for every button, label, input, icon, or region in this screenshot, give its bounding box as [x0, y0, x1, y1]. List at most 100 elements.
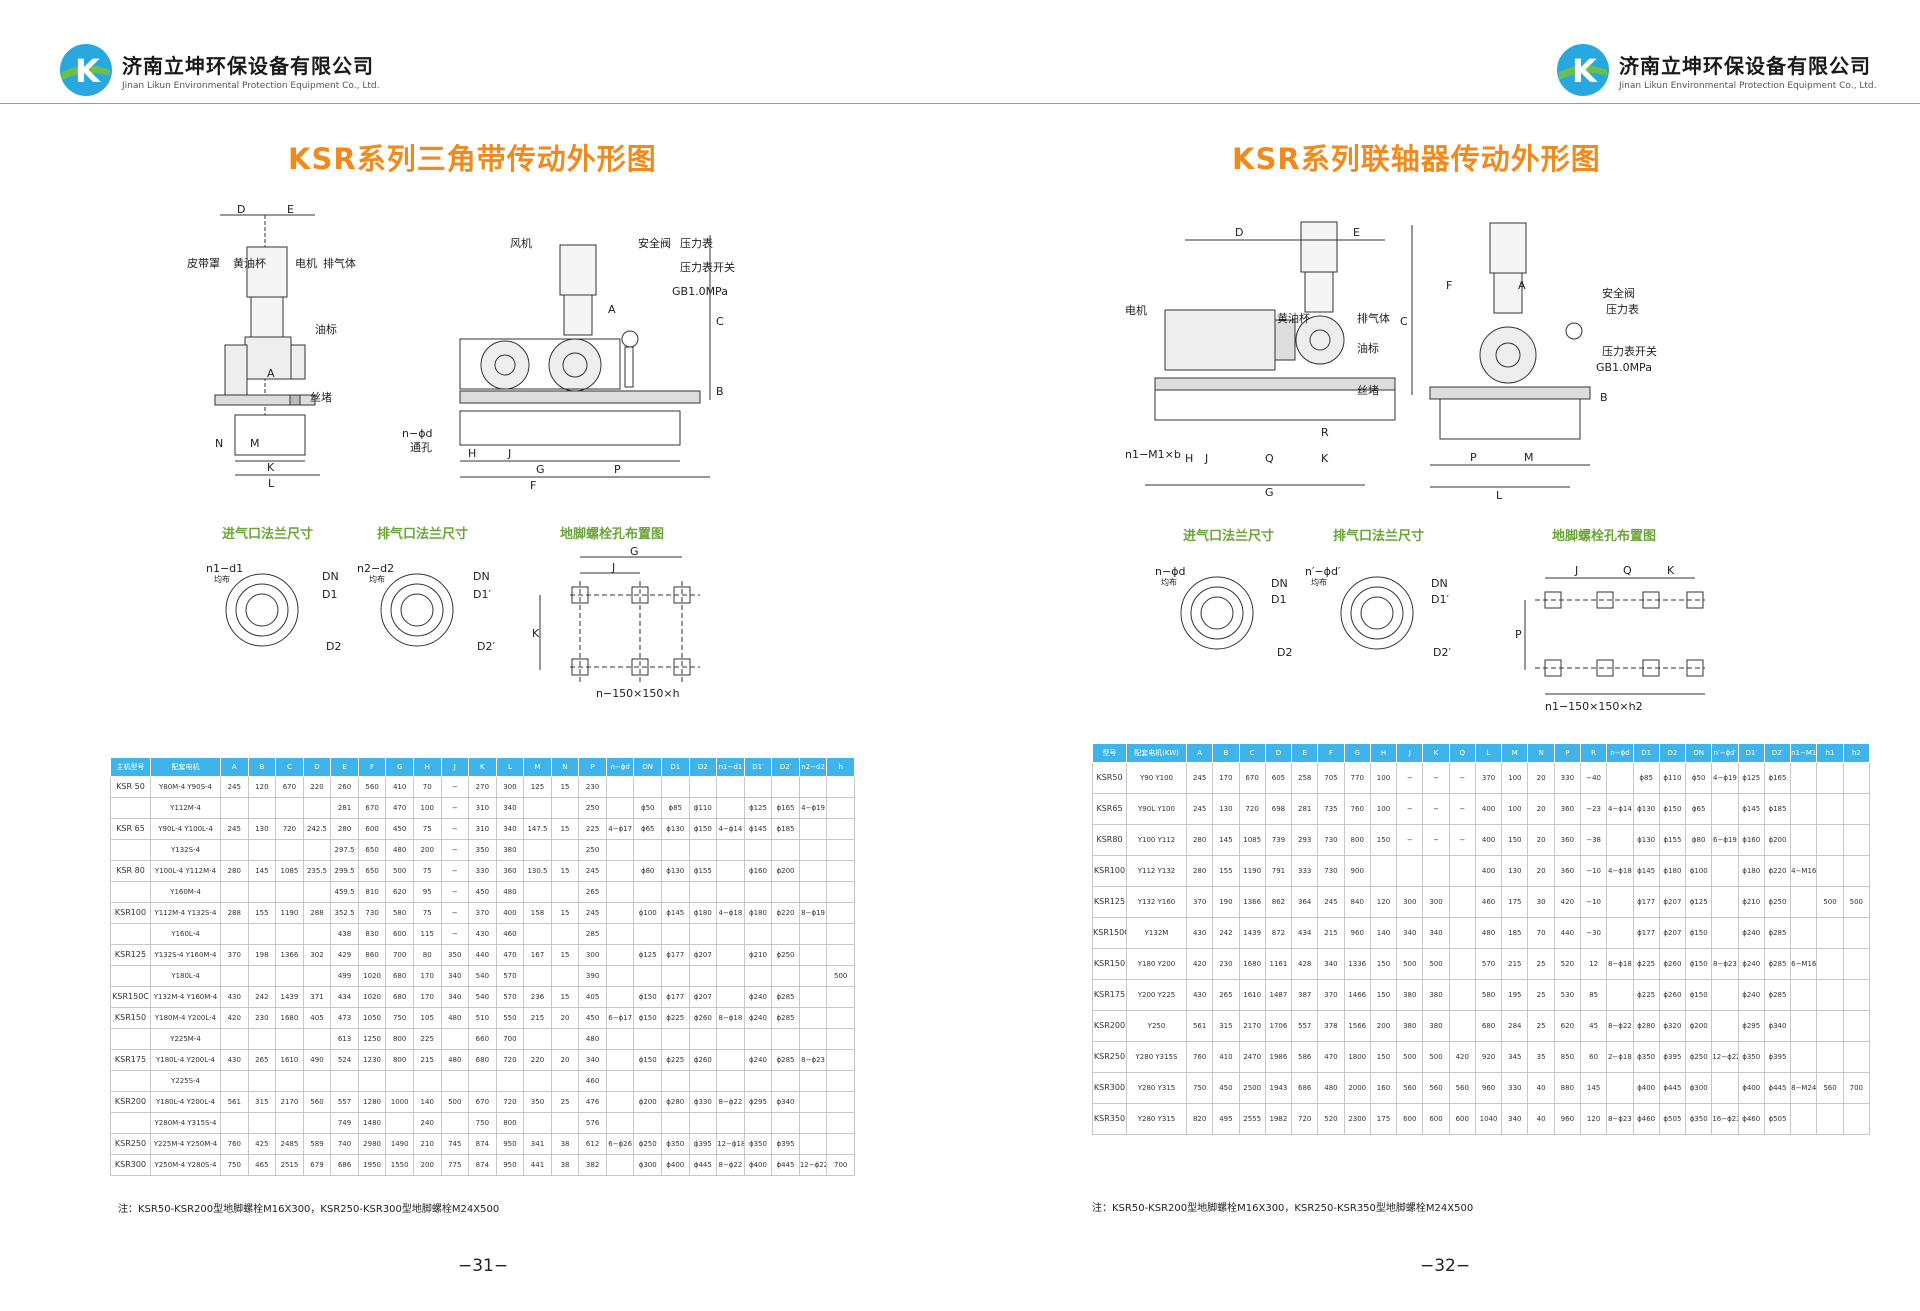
dim-M: M	[250, 437, 260, 450]
table-cell: 380	[1422, 979, 1450, 1011]
table-cell	[771, 881, 800, 903]
dim-A: A	[1518, 279, 1526, 292]
table-cell: −30	[1579, 917, 1608, 949]
table-cell: Y250M-4 Y280S-4	[150, 1154, 221, 1176]
table-cell: 293	[1291, 824, 1319, 856]
table-cell: −	[1396, 824, 1424, 856]
table-cell: 450	[468, 881, 497, 903]
table-cell	[1448, 979, 1476, 1011]
table-cell: 380	[1396, 1010, 1424, 1042]
dim-B: B	[1600, 391, 1608, 404]
table-cell	[798, 923, 828, 945]
table-cell: ϕ150	[633, 1049, 662, 1071]
table-cell: 950	[495, 1154, 525, 1176]
table-cell: 340	[440, 965, 470, 987]
table-cell: ϕ145	[661, 902, 690, 924]
table-cell: 297.5	[330, 839, 359, 861]
table-cell: 900	[1343, 855, 1371, 887]
table-cell: −	[1422, 793, 1450, 825]
table-cell	[798, 818, 828, 840]
table-cell: KSR125	[1092, 886, 1127, 918]
table-cell: 1250	[357, 1028, 387, 1050]
table-cell	[1842, 1103, 1871, 1135]
table-cell	[688, 1112, 718, 1134]
table-cell: 378	[1317, 1010, 1345, 1042]
dim-R: R	[1321, 426, 1329, 439]
table-cell: 40	[1527, 1072, 1555, 1104]
table-cell: ϕ50	[633, 797, 662, 819]
table-cell: KSR150C	[1092, 917, 1127, 949]
table-cell	[220, 1070, 249, 1092]
table-cell	[302, 1070, 332, 1092]
table-cell: 520	[1317, 1103, 1345, 1135]
outlet-d2: D2′	[1433, 646, 1451, 659]
table-cell: 100	[1501, 793, 1529, 825]
table-cell	[275, 1112, 304, 1134]
table-cell: 215	[412, 1049, 442, 1071]
table-cell	[1816, 762, 1844, 794]
table-cell	[302, 1112, 332, 1134]
table-cell	[523, 797, 552, 819]
page-title: KSR系列三角带传动外形图	[288, 142, 657, 176]
table-cell: 340	[495, 818, 525, 840]
dim-F: F	[530, 479, 536, 490]
table-header-cell: n1−d1	[716, 757, 745, 777]
table-cell: 100	[1369, 762, 1398, 794]
table-cell: KSR150	[1092, 948, 1127, 980]
dim-G: G	[536, 463, 545, 476]
table-cell: 300	[1422, 886, 1450, 918]
table-cell	[550, 1112, 580, 1134]
table-header-cell: M	[523, 757, 552, 777]
table-cell: ϕ155	[1658, 824, 1687, 856]
table-cell: 438	[330, 923, 359, 945]
table-cell: 390	[578, 965, 607, 987]
table-cell: 745	[440, 1133, 470, 1155]
table-cell	[550, 881, 580, 903]
table-cell: 195	[1501, 979, 1529, 1011]
table-cell: 420	[220, 1007, 249, 1029]
label-safety-valve: 安全阀	[1602, 286, 1635, 300]
table-cell: 680	[468, 1049, 497, 1071]
table-cell: 352.5	[330, 902, 359, 924]
table-cell: 872	[1264, 917, 1293, 949]
table-cell: 8−ϕ22	[716, 1154, 745, 1176]
table-cell: 2555	[1238, 1103, 1266, 1135]
table-cell: ϕ445	[1658, 1072, 1687, 1104]
table-cell: 500	[1422, 948, 1450, 980]
dim-G: G	[1265, 486, 1274, 499]
table-cell	[605, 923, 635, 945]
table-cell	[633, 923, 662, 945]
table-cell: KSR175	[1092, 979, 1127, 1011]
table-cell: Y200 Y225	[1126, 979, 1187, 1011]
label-pressure-gauge: 压力表	[680, 236, 713, 250]
table-cell: 450	[578, 1007, 607, 1029]
table-cell: 700	[1842, 1072, 1871, 1104]
table-cell: 190	[1212, 886, 1240, 918]
table-cell: 874	[468, 1154, 497, 1176]
table-cell	[743, 1070, 773, 1092]
table-cell: 341	[523, 1133, 552, 1155]
table-cell	[1606, 762, 1634, 794]
table-cell: ϕ150	[633, 986, 662, 1008]
table-cell: 740	[330, 1133, 359, 1155]
table-cell: 400	[1474, 824, 1503, 856]
inlet-flange-diagram: n1−d1 均布 DN D1 D2	[206, 562, 341, 653]
table-cell: ϕ210	[1737, 886, 1765, 918]
table-cell: 20	[1527, 855, 1555, 887]
table-cell: 310	[468, 818, 497, 840]
table-cell: 8−ϕ22	[1606, 1010, 1634, 1042]
table-cell	[110, 1070, 151, 1092]
table-cell	[605, 902, 635, 924]
table-header-cell: Q	[1448, 743, 1476, 763]
table-cell: 315	[1212, 1010, 1240, 1042]
table-cell: 760	[220, 1133, 249, 1155]
table-header-cell: h2	[1842, 743, 1871, 763]
table-cell	[220, 1112, 249, 1134]
table-cell	[1711, 979, 1739, 1011]
table-cell	[385, 1112, 414, 1134]
table-cell	[688, 923, 718, 945]
table-cell: 242.5	[302, 818, 332, 840]
table-cell: 280	[220, 860, 249, 882]
